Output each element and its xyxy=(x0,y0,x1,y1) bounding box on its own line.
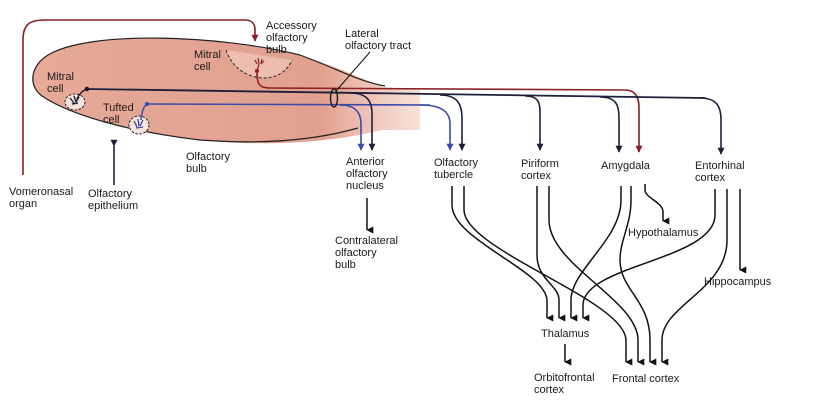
label-frontal-cortex: Frontal cortex xyxy=(612,373,680,385)
label-mitral-cell: Mitral cell xyxy=(47,71,77,95)
branch-to-entorhinal xyxy=(699,97,725,155)
label-olfactory-epithelium: Olfactory epithelium xyxy=(88,188,138,212)
amygdala-to-frontal xyxy=(619,186,657,366)
amygdala-to-thalamus xyxy=(570,186,622,322)
piriform-to-frontal xyxy=(548,186,645,366)
label-accessory-mitral-cell: Mitral cell xyxy=(194,49,224,73)
label-hippocampus: Hippocampus xyxy=(704,276,772,288)
label-tufted-cell: Tufted cell xyxy=(103,102,137,126)
piriform-to-thalamus xyxy=(536,186,566,322)
label-accessory-olfactory-bulb: Accessory olfactory bulb xyxy=(266,20,320,56)
label-vomeronasal-organ: Vomeronasal organ xyxy=(9,186,76,210)
entorhinal-to-frontal xyxy=(661,189,728,366)
accessory-mitral-cell-icon xyxy=(254,57,265,73)
label-olfactory-bulb: Olfactory bulb xyxy=(186,151,233,175)
lateral-olfactory-tract-marker xyxy=(329,88,339,108)
label-lateral-olfactory-tract: Lateral olfactory tract xyxy=(345,28,411,52)
branch-to-amygdala xyxy=(599,96,623,153)
amygdala-to-hypothalamus xyxy=(644,184,670,225)
branch-to-tubercle-blue xyxy=(419,104,454,151)
label-orbitofrontal-cortex: Orbitofrontal cortex xyxy=(534,372,598,396)
label-contralateral-olfactory-bulb: Contralateral olfactory bulb xyxy=(335,235,401,271)
branch-to-aon-blue xyxy=(339,104,365,151)
label-thalamus: Thalamus xyxy=(541,328,590,340)
label-amygdala: Amygdala xyxy=(601,160,651,172)
label-entorhinal-cortex: Entorhinal cortex xyxy=(695,160,748,184)
mitral-cell-icon xyxy=(64,86,90,111)
label-olfactory-tubercle: Olfactory tubercle xyxy=(434,157,481,181)
branch-to-tubercle-black xyxy=(439,94,466,151)
entorhinal-to-thalamus xyxy=(582,189,716,322)
tubercle-to-thalamus xyxy=(451,186,554,322)
label-hypothalamus: Hypothalamus xyxy=(628,227,699,239)
label-anterior-olfactory-nucleus: Anterior olfactory nucleus xyxy=(346,156,391,192)
tubercle-to-frontal xyxy=(463,186,633,366)
vomeronasal-projection xyxy=(22,19,259,175)
branch-to-aon-black xyxy=(349,92,376,151)
label-piriform-cortex: Piriform cortex xyxy=(521,158,562,182)
accessory-to-amygdala-tract xyxy=(256,72,643,153)
tufted-cell-icon xyxy=(128,102,150,135)
branch-to-piriform xyxy=(524,95,544,151)
tufted-main-tract xyxy=(146,103,431,106)
lateral-tract-leader xyxy=(335,51,371,92)
